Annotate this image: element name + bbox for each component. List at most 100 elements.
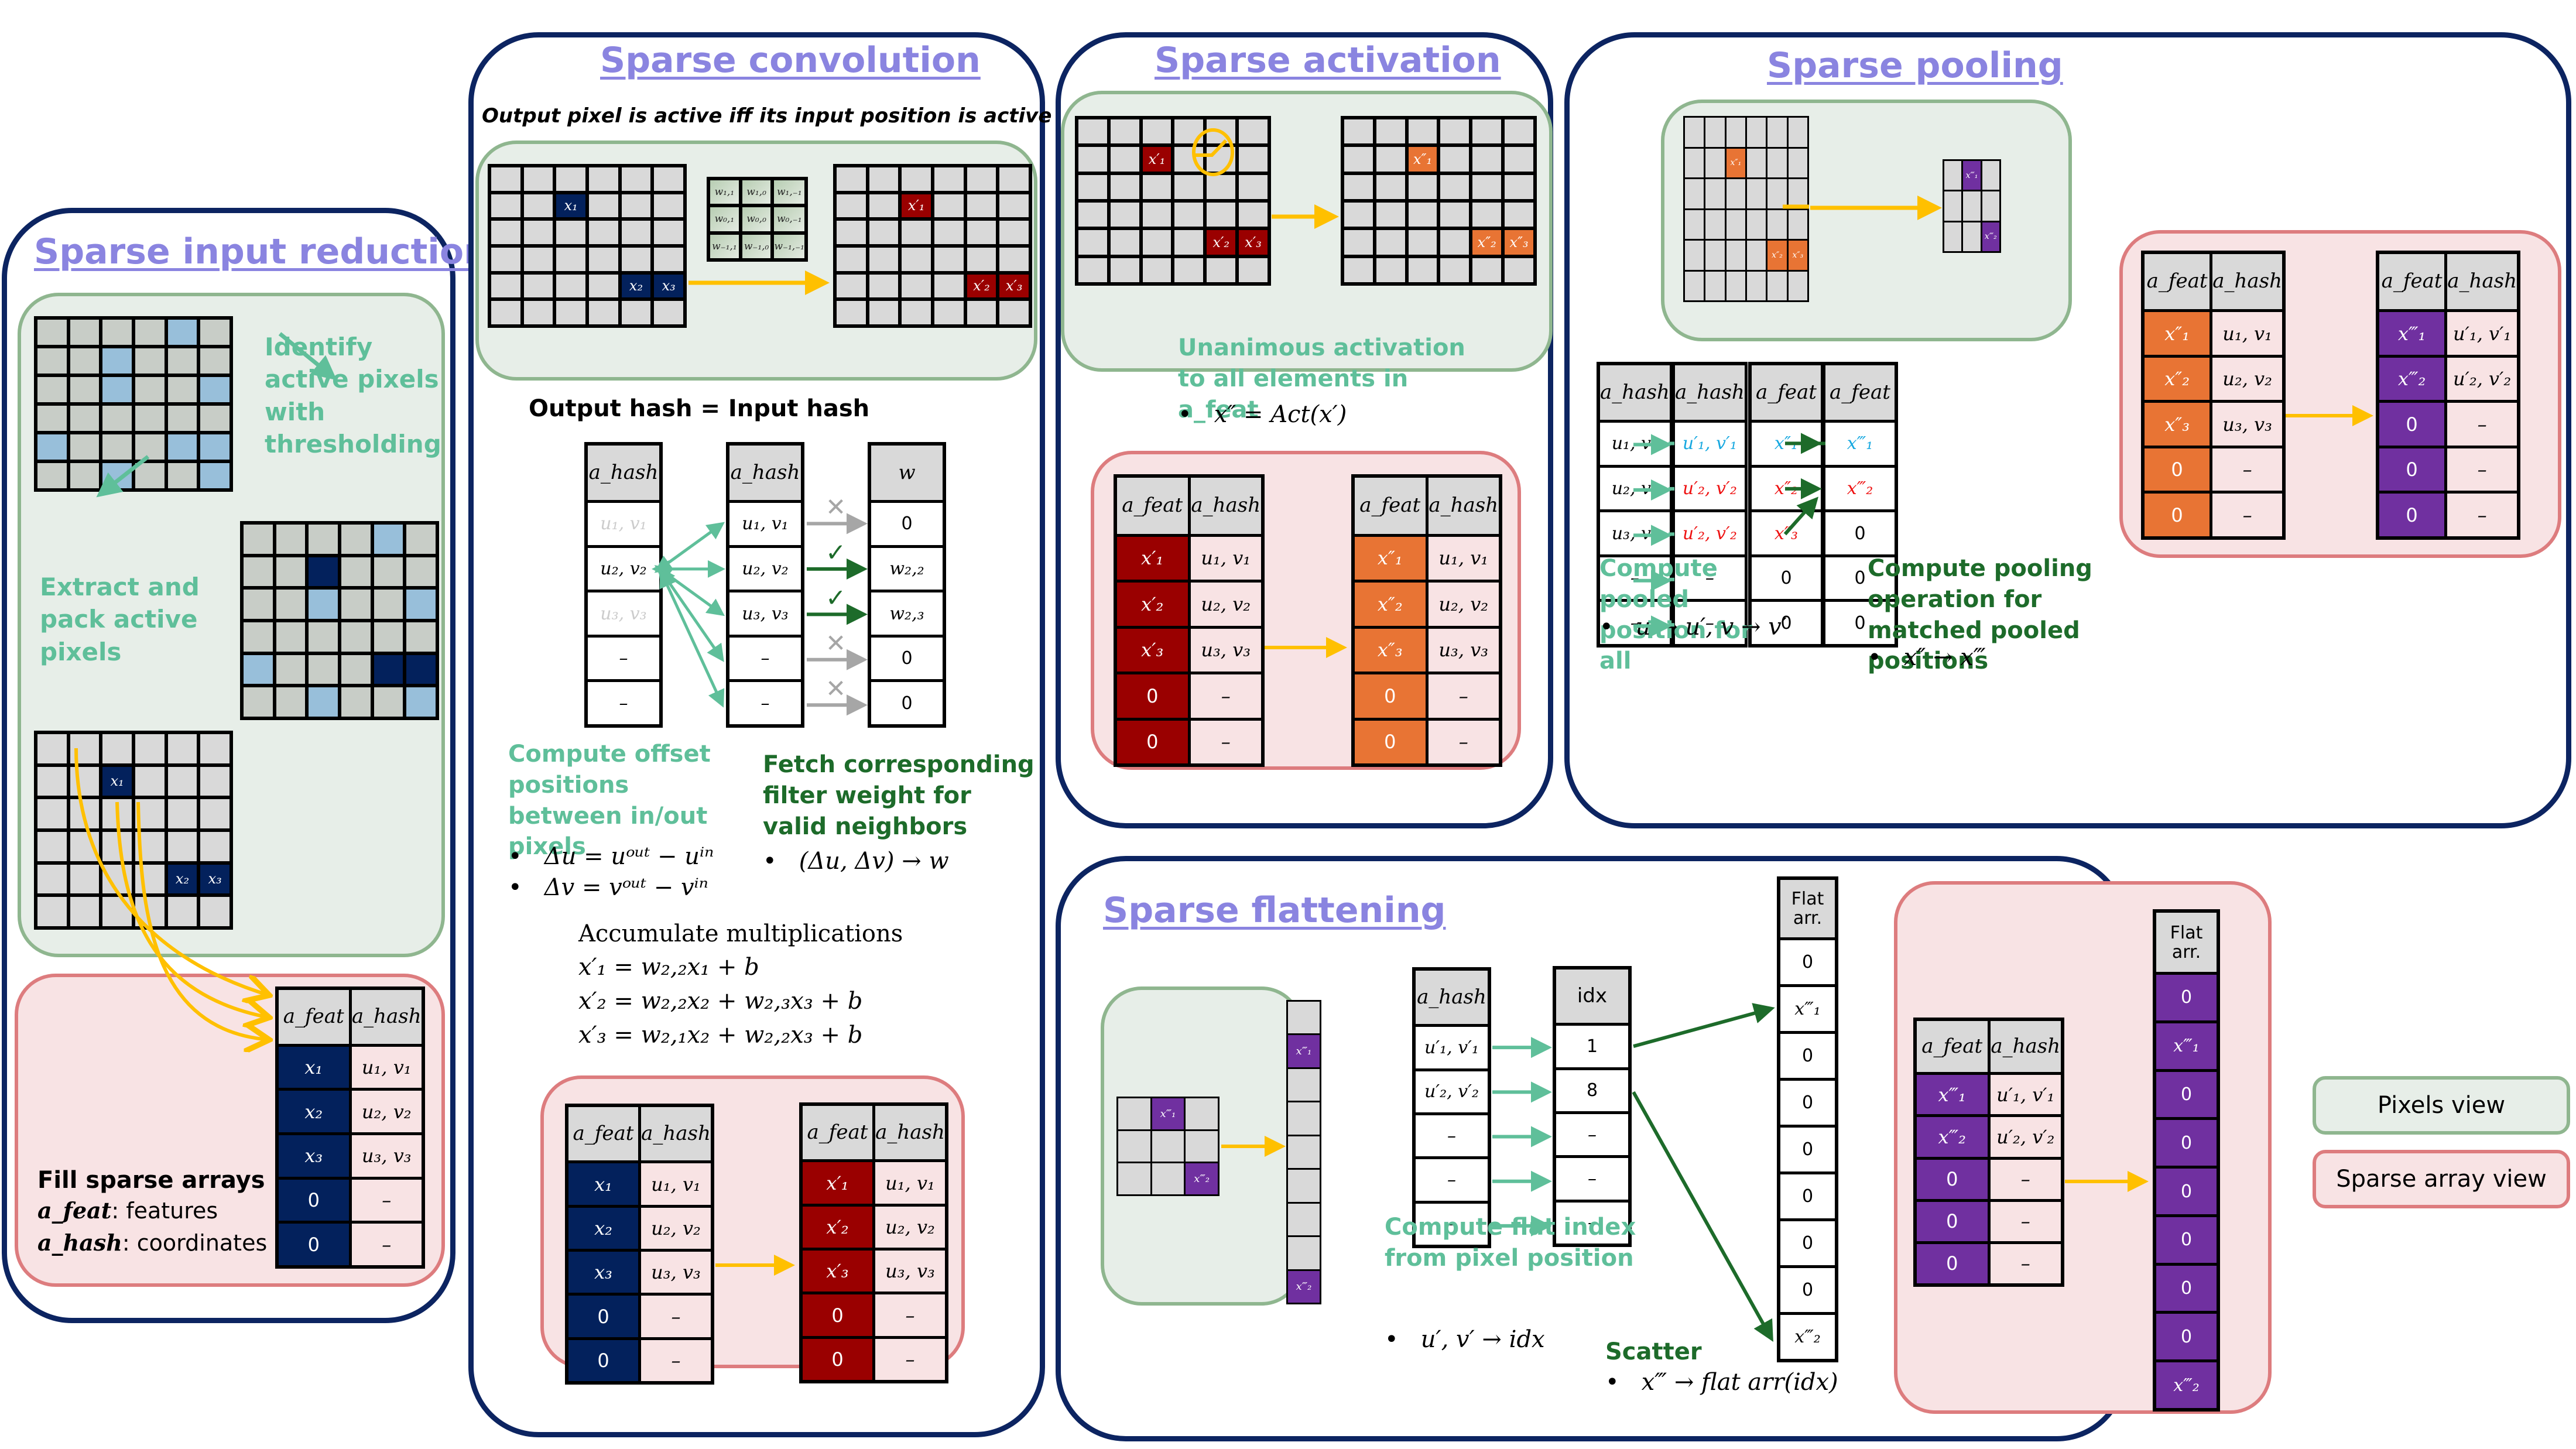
pixel-cell (374, 590, 403, 619)
pixel-cell (406, 525, 436, 554)
hash-cell: u₁, v₁ (1190, 536, 1261, 580)
hash-cell: u₁, v₁ (351, 1046, 422, 1088)
pixel-cell (309, 590, 338, 619)
pixel-cell (1344, 147, 1373, 172)
pixel-cell (1152, 1163, 1184, 1194)
array-cell: x″₃ (1752, 512, 1821, 554)
feat-cell: x₁ (279, 1046, 349, 1088)
pixel-cell (70, 348, 100, 374)
pixel-cell (1288, 1068, 1320, 1101)
title-sparse-flattening: Sparse flattening (1103, 890, 1446, 931)
pixel-cell (1174, 258, 1204, 282)
pixel-cell (621, 248, 651, 271)
pixel-cell (135, 320, 165, 345)
pixel-cell (621, 167, 651, 191)
hash-cell: – (1190, 674, 1261, 718)
pixel-cell (1207, 258, 1236, 282)
pixel-cell (1726, 118, 1745, 147)
pixel-cell (1505, 174, 1533, 199)
feat-cell: 0 (2145, 448, 2210, 491)
pixel-cell (200, 348, 229, 374)
feat-cell: 0 (1917, 1201, 1988, 1241)
pixel-cell (1440, 202, 1469, 227)
pixel-cell (135, 864, 165, 894)
kernel-weight-cell: w₋₁,₋₁ (774, 234, 804, 258)
table-header: a_hash (588, 446, 659, 501)
pixel-cell (1440, 174, 1469, 199)
array-cell: x‴₂ (2156, 1362, 2217, 1408)
hash-cell: u₁, v₁ (2212, 312, 2282, 355)
pixel-cell (1239, 174, 1268, 199)
pixel-cell (999, 194, 1029, 218)
table-header: a_feat (1825, 365, 1895, 420)
pixel-cell (967, 301, 996, 324)
pixel-cell (37, 377, 67, 402)
array-cell: – (1675, 602, 1745, 644)
hash-cell: – (2212, 494, 2282, 536)
feat-cell: 0 (2145, 494, 2210, 536)
hash-cell: – (2447, 494, 2517, 536)
pixel-cell (1344, 230, 1373, 255)
pixel-cell (556, 301, 585, 324)
pixel-cell (167, 766, 197, 796)
pixel-cell (200, 320, 229, 345)
pixel-cell (1788, 179, 1807, 208)
feat-cell: 0 (803, 1294, 872, 1336)
feat-cell: x′₃ (1117, 628, 1188, 672)
array-cell: 0 (2156, 1217, 2217, 1263)
pixel-cell (37, 864, 67, 894)
array-cell: – (1675, 557, 1745, 600)
fill-sparse-arrays-title: Fill sparse arrays (37, 1167, 265, 1194)
pixel-cell (1288, 1203, 1320, 1236)
hash-cell: – (2212, 448, 2282, 491)
pixel-cell (341, 622, 371, 652)
pixel-cell (37, 320, 67, 345)
hash-cell: u₂, v₂ (641, 1207, 711, 1249)
kernel-weight-cell: w₀,₁ (710, 207, 739, 231)
pixel-cell (135, 434, 165, 460)
array-cell: u₂, v₂ (588, 547, 659, 590)
pixel-cell (406, 655, 436, 684)
fetch-title: Fetch corresponding filter weight for va… (763, 751, 1034, 840)
pixel-cell (1685, 179, 1704, 208)
pixel-cell (1376, 147, 1405, 172)
feat-cell: x‴₁ (2379, 312, 2445, 355)
pixel-cell (1472, 258, 1502, 282)
pixel-cell (1685, 210, 1704, 239)
table-header: a_hash (641, 1107, 711, 1161)
pixel-cell (276, 590, 306, 619)
pixel-cell (1440, 230, 1469, 255)
pixel-cell (1440, 119, 1469, 144)
pixel-cell (621, 194, 651, 218)
active-pixel: x‴₁ (1963, 161, 1981, 190)
table-header: a_hash (875, 1106, 945, 1160)
array-cell: x″₁ (1752, 423, 1821, 465)
kernel-weight-cell: w₀,₀ (742, 207, 771, 231)
table-header: a_hash (1675, 365, 1745, 420)
hash-symbol: a_hash (37, 1229, 122, 1256)
feat-cell: 0 (2379, 403, 2445, 446)
pixel-cell (341, 687, 371, 717)
pixel-cell (967, 221, 996, 244)
pixel-cell (374, 687, 403, 717)
array-cell: – (588, 637, 659, 680)
pixel-cell (200, 463, 229, 488)
table-header: a_hash (1416, 971, 1488, 1025)
hash-cell: – (1990, 1159, 2061, 1199)
pixel-cell (406, 590, 436, 619)
feat-cell: x″₃ (2145, 403, 2210, 446)
hash-cell: – (875, 1338, 945, 1380)
pixel-cell (200, 897, 229, 926)
activation-desc-text: Unanimous activation to all elements in … (1178, 334, 1465, 423)
active-pixel: x′₂ (1207, 230, 1236, 255)
pixel-cell (1376, 230, 1405, 255)
pixel-cell (1078, 258, 1107, 282)
pixel-cell (1288, 1170, 1320, 1202)
array-cell: u₂, v₂ (729, 547, 801, 590)
pixel-cell (1408, 202, 1437, 227)
